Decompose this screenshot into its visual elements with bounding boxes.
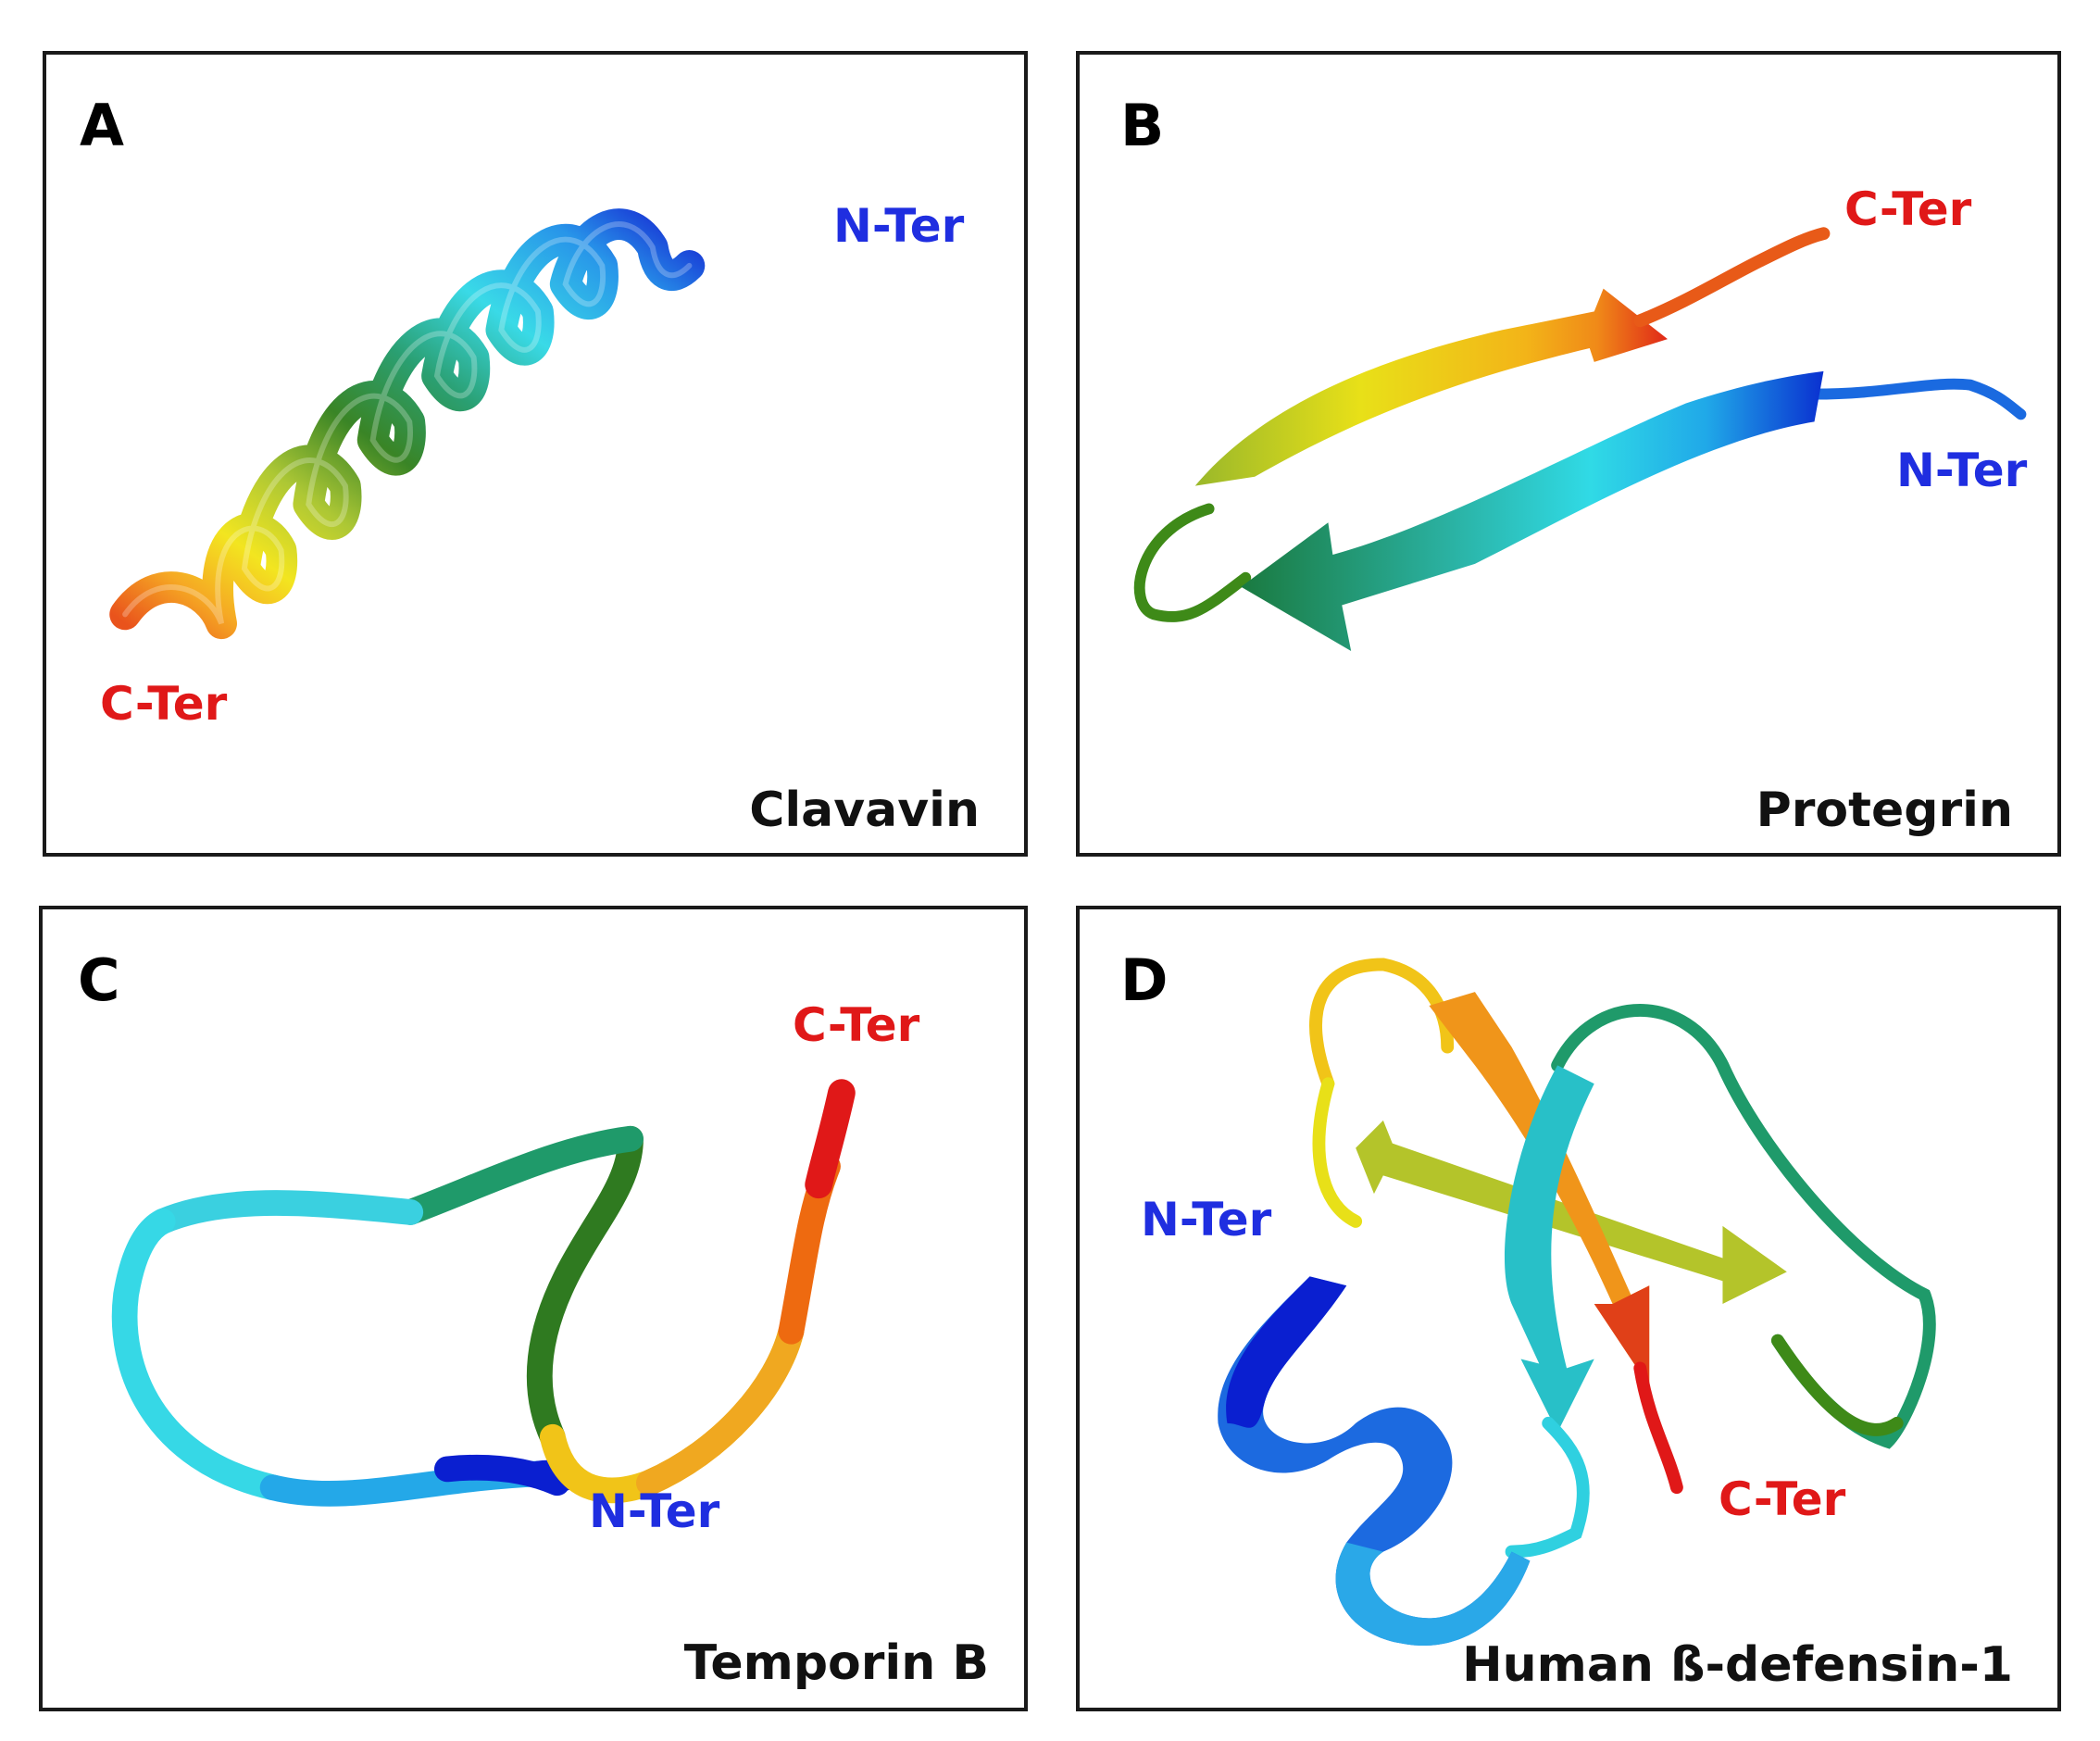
n-terminus-label-d: N-Ter — [1141, 1193, 1272, 1246]
panel-c: C C-Ter N-Ter Temporin B — [39, 906, 1028, 1711]
n-terminus-label-c: N-Ter — [589, 1484, 720, 1538]
n-terminus-label-b: N-Ter — [1896, 444, 2028, 497]
c-terminus-label-b: C-Ter — [1844, 182, 1972, 236]
peptide-name-d: Human ß-defensin-1 — [1462, 1637, 2013, 1693]
defensin-ribbon — [1218, 958, 1936, 1646]
panel-label-c: C — [78, 946, 120, 1014]
panel-b: B C-Ter N-Ter Protegrin — [1076, 51, 2061, 857]
temporin-b-coil-tube — [111, 1079, 856, 1507]
panel-d: D N-Ter C-Ter Human ß-defensin-1 — [1076, 906, 2061, 1711]
panel-label-b: B — [1120, 92, 1165, 159]
clavavin-helix-ribbon — [109, 208, 706, 640]
c-terminus-label-d: C-Ter — [1719, 1472, 1846, 1526]
panel-a: A N-Ter C-Ter Clavavin — [43, 51, 1028, 857]
c-terminus-label-a: C-Ter — [100, 677, 228, 731]
panel-label-a: A — [80, 92, 124, 159]
peptide-name-a: Clavavin — [749, 783, 980, 838]
c-terminus-label-c: C-Ter — [793, 998, 920, 1052]
peptide-name-b: Protegrin — [1756, 783, 2013, 838]
peptide-name-c: Temporin B — [683, 1635, 989, 1691]
protegrin-hairpin-ribbon — [1133, 227, 2027, 652]
panel-label-d: D — [1120, 946, 1169, 1014]
n-terminus-label-a: N-Ter — [833, 199, 965, 253]
